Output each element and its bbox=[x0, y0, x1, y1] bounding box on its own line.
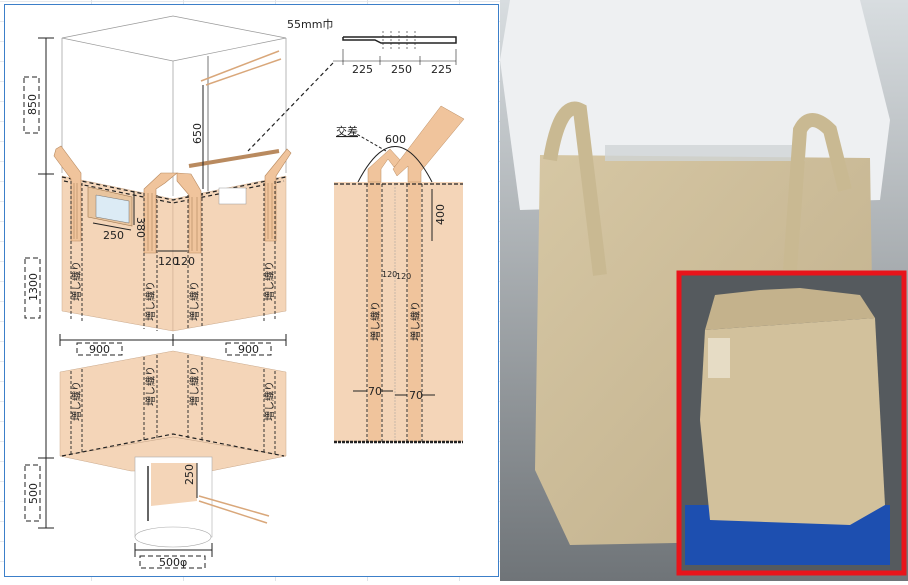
side-width-left: 900 bbox=[89, 343, 110, 356]
detail-spacing-1: 120 bbox=[382, 270, 397, 279]
dimension-lines bbox=[38, 37, 456, 557]
reinforce-labels: 増し織り 増し織り 増し織り 増し織り 増し織り 増し織り 増し織り 増し織り … bbox=[70, 261, 422, 421]
reinforce-label: 増し織り bbox=[188, 366, 201, 406]
inset-photo bbox=[676, 270, 907, 576]
reinforce-label: 増し織り bbox=[263, 261, 276, 301]
lower-body bbox=[59, 350, 287, 472]
side-detail bbox=[334, 105, 465, 444]
reinforce-lines-lower bbox=[61, 355, 285, 457]
pointer-arrow bbox=[247, 62, 334, 152]
reinforce-label: 増し織り bbox=[144, 366, 157, 406]
belt-width-2: 70 bbox=[409, 389, 423, 402]
spout-tie-length: 250 bbox=[183, 464, 196, 485]
belt-segment-2: 250 bbox=[391, 63, 412, 76]
document-pocket bbox=[87, 186, 133, 227]
reinforce-label: 増し織り bbox=[144, 281, 157, 321]
loop-stitching bbox=[73, 183, 273, 251]
reinforce-label: 増し織り bbox=[263, 381, 276, 421]
reinforce-label: 増し織り bbox=[70, 381, 83, 421]
reinforce-label: 増し織り bbox=[369, 301, 382, 341]
pocket-height: 380 bbox=[134, 217, 147, 238]
product-photo bbox=[500, 0, 908, 581]
belt-width-1: 70 bbox=[368, 385, 382, 398]
reinforce-label: 増し織り bbox=[188, 281, 201, 321]
cross-label: 交差 bbox=[336, 124, 358, 138]
label-patch bbox=[218, 187, 247, 205]
loop-spacing-2: 120 bbox=[174, 255, 195, 268]
bag-top-band bbox=[605, 145, 805, 161]
height-spout: 500 bbox=[27, 483, 40, 504]
height-body: 1300 bbox=[27, 273, 40, 301]
inset-highlight-frame bbox=[676, 270, 907, 576]
detail-spacing-2: 120 bbox=[396, 272, 411, 281]
height-top-skirt: 850 bbox=[26, 94, 39, 115]
belt-detail bbox=[342, 31, 457, 65]
bag-specification-diagram: 55mm巾 225 250 225 850 1300 500 650 380 2… bbox=[4, 4, 499, 577]
bottom-spout bbox=[134, 456, 270, 548]
loop-spacing-1: 120 bbox=[158, 255, 179, 268]
pocket-width: 250 bbox=[103, 229, 124, 242]
dashed-boxes bbox=[23, 76, 272, 569]
reinforce-label: 増し織り bbox=[70, 261, 83, 301]
side-width-right: 900 bbox=[238, 343, 259, 356]
stitch-length: 400 bbox=[434, 204, 447, 225]
reinforce-label: 増し織り bbox=[409, 301, 422, 341]
top-skirt bbox=[61, 15, 287, 196]
loop-span: 600 bbox=[385, 133, 406, 146]
top-tie-string bbox=[200, 50, 282, 86]
loop-height: 650 bbox=[191, 123, 204, 144]
reinforce-lines-upper bbox=[70, 181, 276, 331]
belt-segment-3: 225 bbox=[431, 63, 452, 76]
spout-diameter: 500φ bbox=[159, 556, 187, 569]
top-seam bbox=[61, 176, 287, 204]
belt-width-label: 55mm巾 bbox=[287, 17, 333, 31]
belt-segment-1: 225 bbox=[352, 63, 373, 76]
bag-loops bbox=[543, 101, 852, 276]
